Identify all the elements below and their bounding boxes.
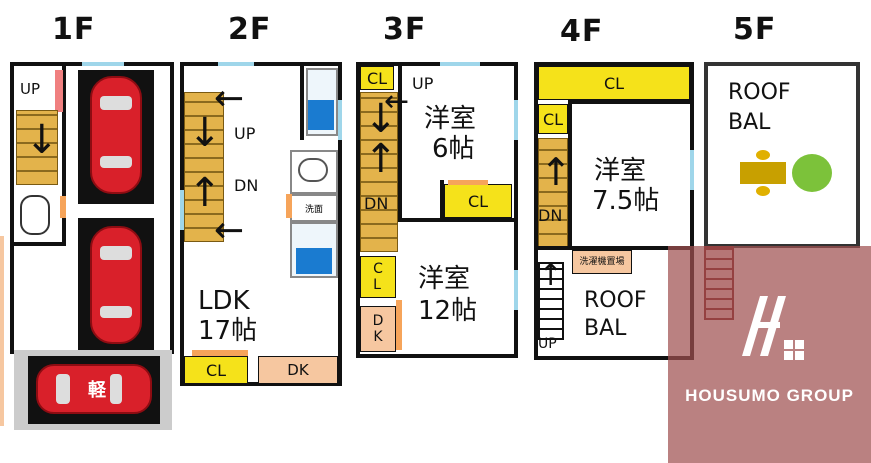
- up-label: UP: [234, 124, 256, 143]
- brand-name: HOUSUMO GROUP: [685, 386, 854, 405]
- wall: [14, 242, 66, 246]
- closet: CL: [360, 66, 394, 90]
- bathtub-icon: [308, 100, 334, 130]
- roof-bal-label: BAL: [584, 316, 627, 341]
- up-label: UP: [412, 74, 434, 93]
- roof-bal-label: ROOF: [728, 80, 791, 105]
- arrow-up-icon: ↑: [364, 136, 398, 182]
- washroom: 洗面: [290, 194, 338, 222]
- table-icon: [740, 162, 786, 184]
- room-size: 6帖: [432, 134, 475, 164]
- brand-watermark: HOUSUMO GROUP: [668, 246, 871, 463]
- laundry-area: 洗濯機置場: [572, 250, 632, 274]
- arrow-left-icon: ←: [214, 78, 245, 119]
- room-label: 洋室: [424, 104, 477, 134]
- car-icon: [90, 226, 142, 344]
- arrow-up-icon: ↑: [188, 170, 222, 216]
- floor-label-1f: 1F: [52, 12, 96, 47]
- closet: C L: [360, 256, 396, 298]
- dk-area: DK: [258, 356, 338, 384]
- border-strip: [0, 236, 4, 426]
- roof-bal-label: ROOF: [584, 288, 647, 313]
- room-size: 7.5帖: [592, 186, 660, 216]
- door: [60, 196, 66, 218]
- housumo-logo-icon: [742, 296, 804, 360]
- chair-icon: [756, 150, 770, 160]
- arrow-down-icon: ↓: [25, 117, 59, 163]
- closet: CL: [184, 356, 248, 384]
- wall: [300, 62, 304, 140]
- dn-label: DN: [234, 176, 259, 195]
- door: [192, 350, 248, 356]
- wall: [398, 62, 402, 220]
- door: [286, 194, 292, 218]
- window: [514, 270, 518, 310]
- window: [180, 190, 184, 230]
- arrow-left-icon: ←: [384, 84, 410, 119]
- toilet-icon: [298, 158, 328, 182]
- door: [55, 70, 63, 112]
- closet: CL: [538, 66, 690, 100]
- plant-icon: [792, 154, 832, 192]
- wall: [538, 246, 690, 250]
- room-label: 洋室: [418, 264, 471, 294]
- arrow-up-icon: ↑: [540, 150, 572, 194]
- staircase: [16, 110, 58, 185]
- floor-label-3f: 3F: [383, 12, 427, 47]
- up-label: UP: [20, 80, 41, 98]
- arrow-up-icon: ↑: [538, 258, 564, 293]
- window: [690, 150, 694, 190]
- window: [82, 62, 124, 66]
- dn-label: DN: [364, 194, 389, 213]
- room-label: 洋室: [594, 156, 647, 186]
- chair-icon: [756, 186, 770, 196]
- wall: [568, 100, 690, 104]
- dn-label: DN: [538, 206, 563, 225]
- window: [514, 100, 518, 140]
- floor-label-5f: 5F: [733, 12, 777, 47]
- kei-label: 軽: [88, 380, 106, 401]
- arrow-down-icon: ↓: [364, 96, 398, 142]
- floor-label-4f: 4F: [560, 14, 604, 49]
- arrow-down-icon: ↓: [188, 110, 222, 156]
- room-size: 12帖: [418, 296, 478, 326]
- plan-5f-outline: [704, 62, 860, 248]
- kei-car-icon: [36, 364, 152, 414]
- arrow-left-icon: ←: [214, 210, 245, 251]
- wall: [568, 104, 572, 248]
- ladder: [538, 262, 564, 340]
- door: [448, 180, 488, 185]
- door: [396, 300, 402, 350]
- toilet-icon: [20, 195, 50, 235]
- sink-icon: [296, 248, 332, 274]
- ldk-label: LDK: [198, 286, 250, 316]
- closet: CL: [444, 184, 512, 218]
- closet: CL: [538, 104, 568, 134]
- car-icon: [90, 76, 142, 194]
- window: [218, 62, 254, 66]
- toilet-room: [290, 150, 338, 194]
- ldk-size: 17帖: [198, 316, 258, 346]
- dk-area: D K: [360, 306, 396, 352]
- floor-label-2f: 2F: [228, 12, 272, 47]
- window: [338, 100, 342, 140]
- staircase: [360, 92, 398, 252]
- wall: [440, 180, 444, 220]
- up-label: UP: [538, 336, 557, 352]
- roof-bal-label: BAL: [728, 110, 771, 135]
- window: [440, 62, 480, 66]
- wall: [398, 218, 518, 222]
- staircase: [538, 138, 568, 248]
- wall: [62, 62, 66, 242]
- staircase: [184, 92, 224, 242]
